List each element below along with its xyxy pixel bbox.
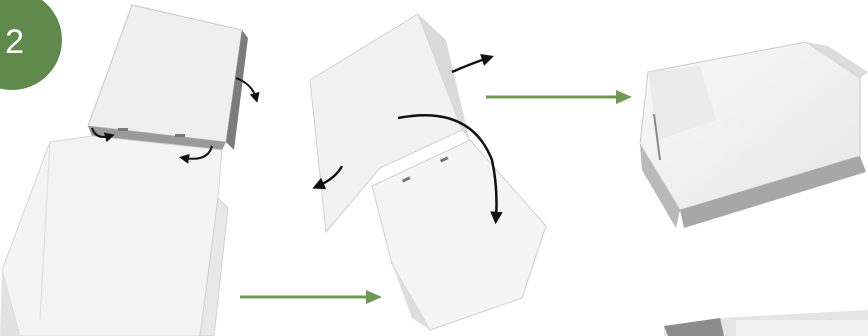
photo-folded-tray xyxy=(640,42,868,228)
photo-folding-box xyxy=(310,14,546,330)
photo-box-partial xyxy=(664,310,868,336)
photo-unfolded-box xyxy=(0,5,256,336)
fold-arrow-icon xyxy=(452,58,488,72)
progress-arrow-icon xyxy=(486,90,632,104)
progress-arrow-icon xyxy=(240,290,382,304)
